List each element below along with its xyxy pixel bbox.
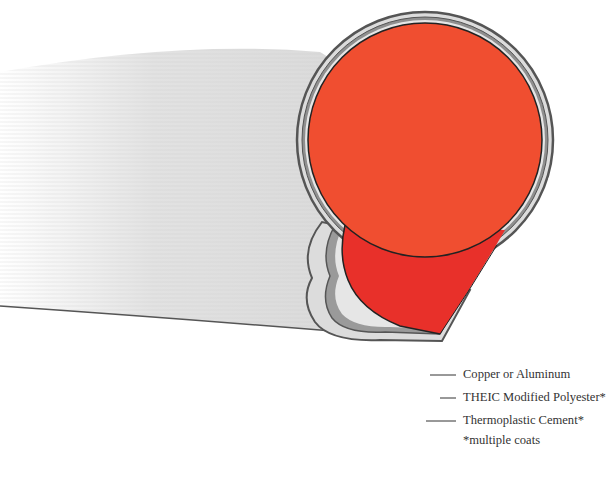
material-label: Copper or Aluminum xyxy=(463,367,570,382)
layer-label: THEIC Modified Polyester* xyxy=(463,390,606,405)
leader-line xyxy=(430,375,456,376)
conductor-tail-edge-2 xyxy=(440,245,497,334)
copper-conductor xyxy=(308,23,542,257)
cement-layer xyxy=(297,12,553,268)
leader-line xyxy=(440,398,456,399)
polyester-layer xyxy=(302,17,548,263)
conductor-tail-edge xyxy=(342,225,440,334)
polyester-inner xyxy=(305,20,545,260)
note-label: *multiple coats xyxy=(463,433,540,448)
cement-cut xyxy=(548,176,560,186)
layer-label: Thermoplastic Cement* xyxy=(463,413,584,428)
leader-line xyxy=(426,421,456,422)
